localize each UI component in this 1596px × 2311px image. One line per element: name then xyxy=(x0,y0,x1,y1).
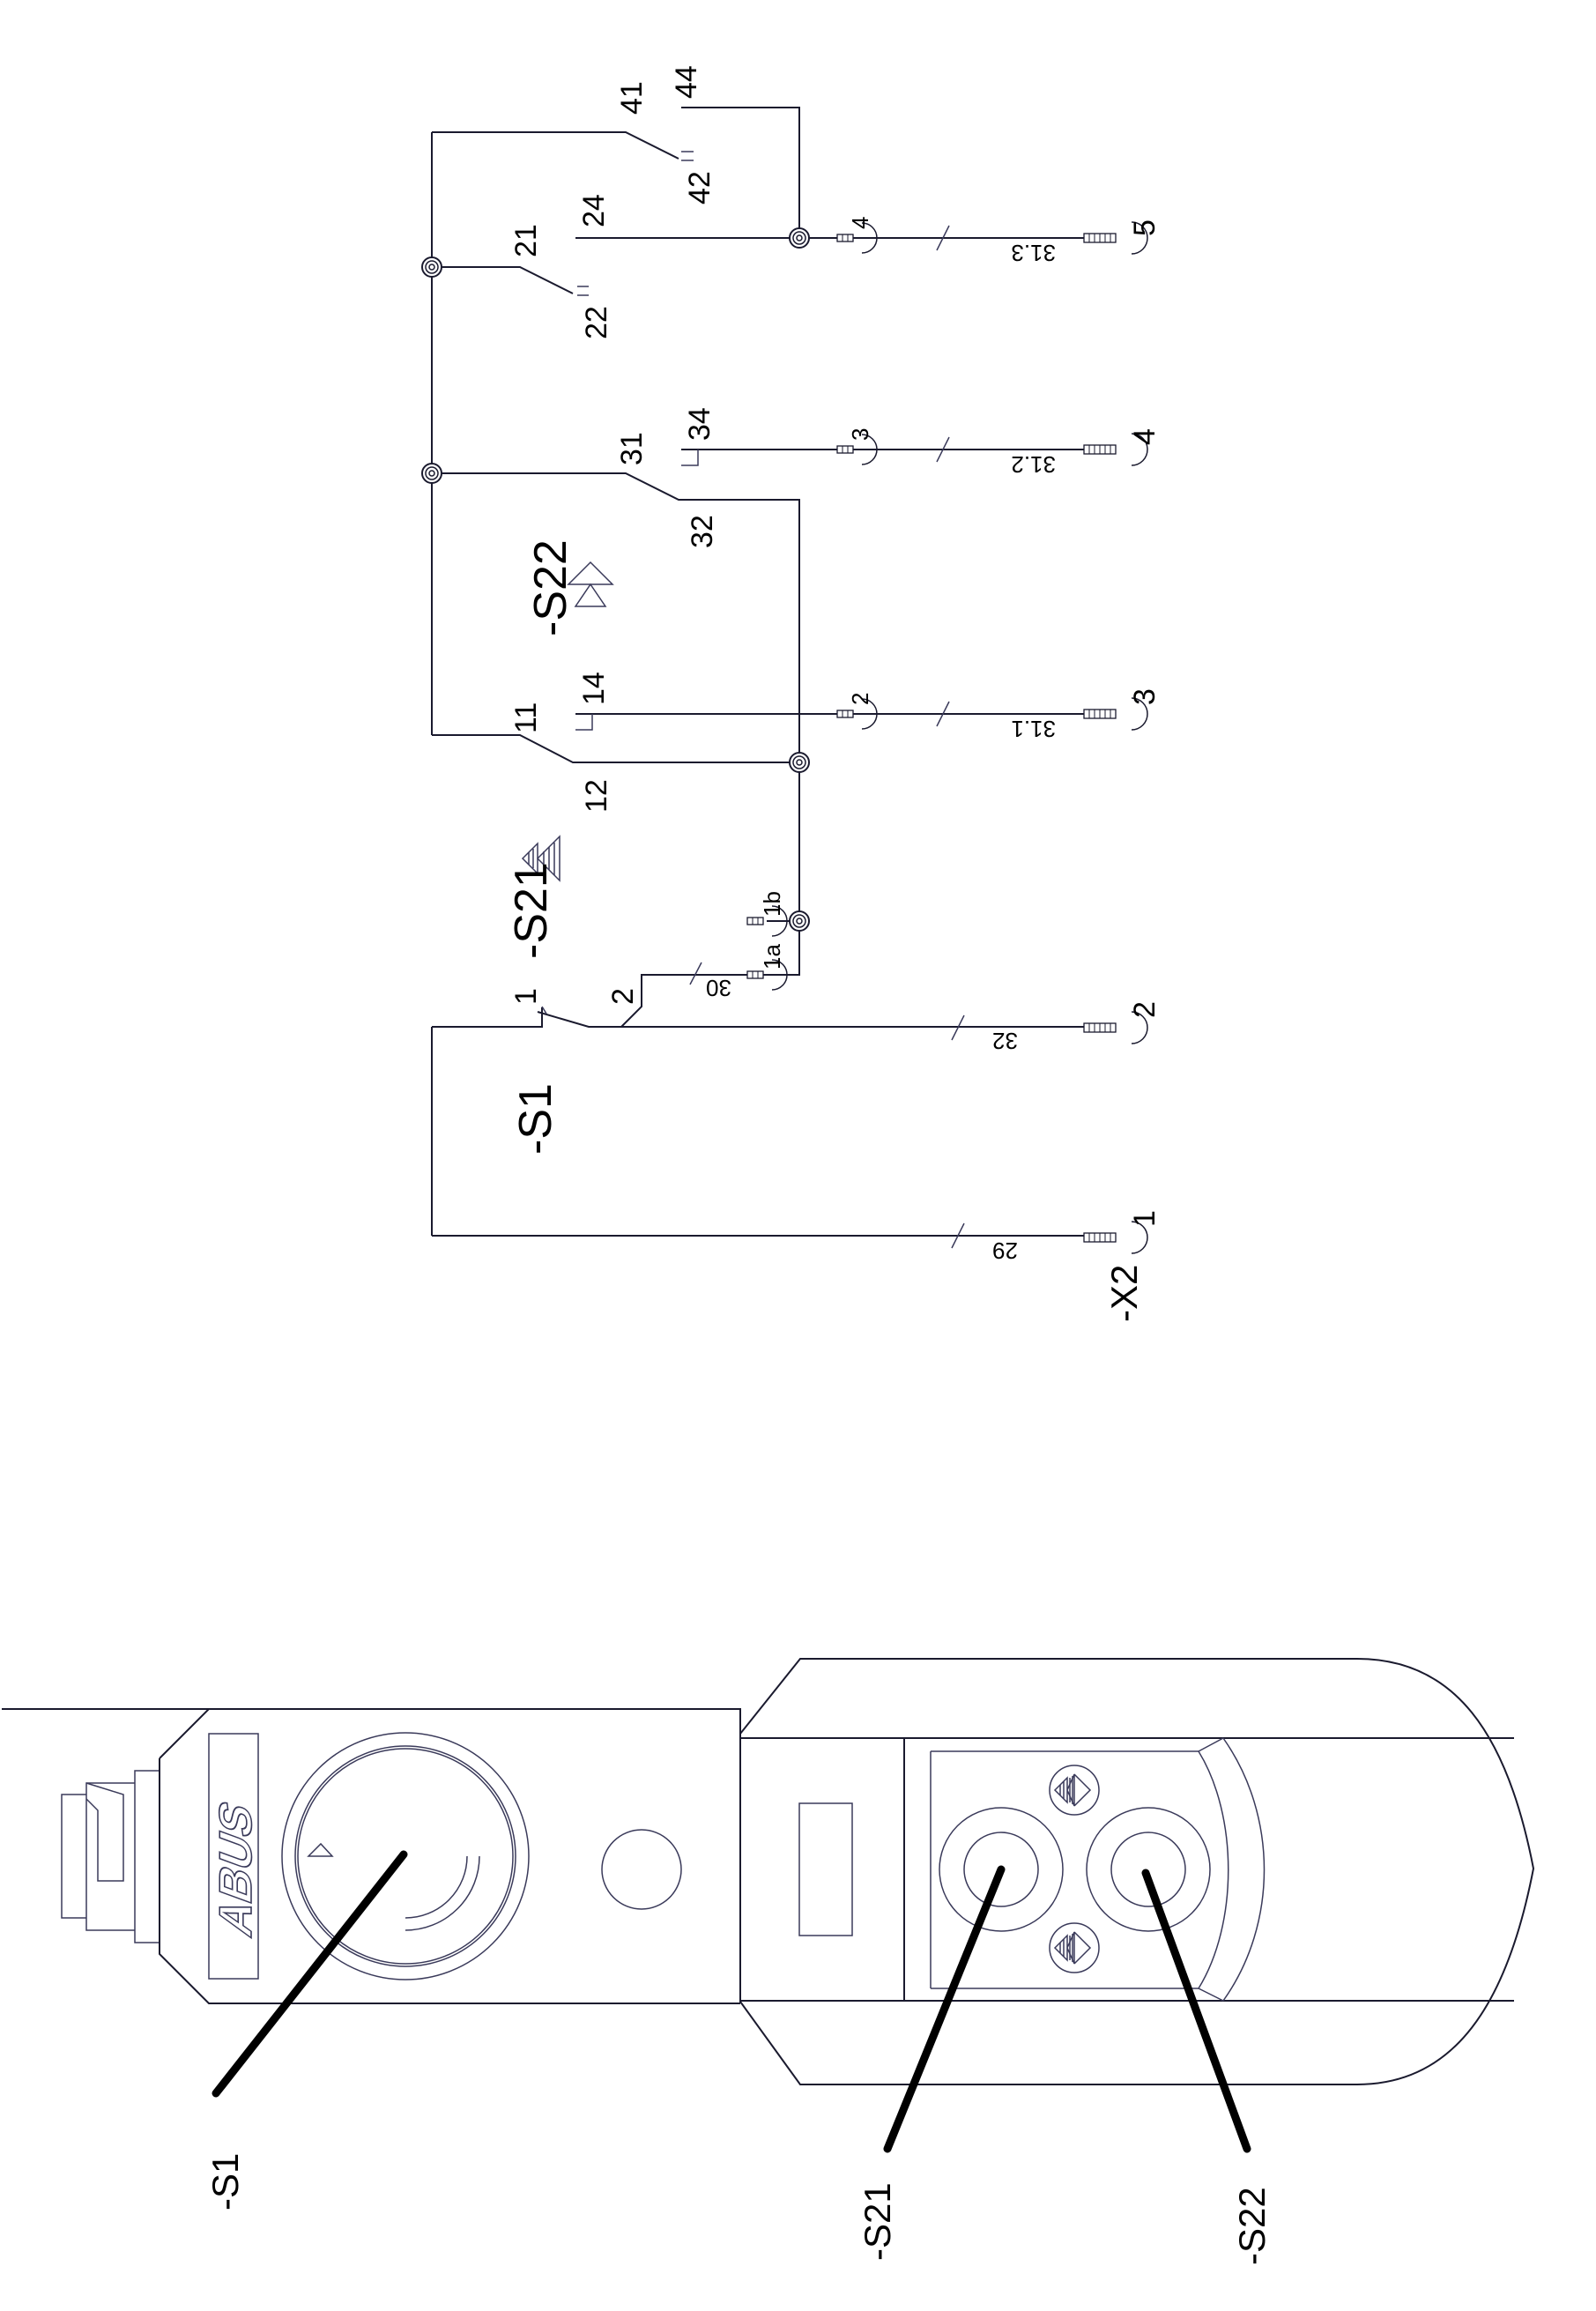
s22-push-button[interactable] xyxy=(1086,1807,1211,1932)
wire-s1-30 xyxy=(620,974,742,1028)
s22-callout-label: -S22 xyxy=(1231,2187,1273,2265)
contact-label: 44 xyxy=(670,65,703,99)
wire-number-label: 32 xyxy=(992,1028,1018,1054)
wire-number-label: 30 xyxy=(706,975,731,1001)
contact-label: 14 xyxy=(577,672,611,705)
inner-terminal-label: 3 xyxy=(847,428,873,441)
junction xyxy=(421,463,442,484)
wire-number-label: 31.1 xyxy=(1011,716,1056,742)
button-panel xyxy=(930,1750,1199,1989)
wire-number-label: 31.2 xyxy=(1011,451,1056,478)
schematic-labels: 41 44 42 24 21 22 31 34 32 11 14 12 1 2 … xyxy=(506,65,1162,1322)
inner-terminal-label: 1a xyxy=(759,944,785,970)
junction xyxy=(789,227,810,249)
junction xyxy=(789,752,810,773)
x2-terminal-label: 3 xyxy=(1128,688,1162,705)
junction xyxy=(421,256,442,278)
wire-31 xyxy=(432,472,800,921)
s1-callout-label: -S1 xyxy=(204,2153,246,2211)
direction-arrow-icon xyxy=(1049,1922,1100,1973)
contact-label: 32 xyxy=(686,515,719,548)
x2-terminal-label: 5 xyxy=(1128,219,1162,236)
wire-44 xyxy=(681,107,800,238)
s21-leader-line xyxy=(883,1865,1006,2153)
schematic xyxy=(421,107,1148,1254)
pendant-drawing: ABUS xyxy=(2,1658,1535,2153)
contact-label: 21 xyxy=(509,224,543,257)
inner-terminal-label: 1b xyxy=(759,891,785,917)
x2-device-label: -X2 xyxy=(1103,1265,1145,1322)
pendant-handle xyxy=(1356,1658,1535,2085)
cable-gland xyxy=(61,1770,160,1943)
wire-s1-29 xyxy=(432,1007,543,1028)
contact-label: 22 xyxy=(580,306,613,339)
pendant-head xyxy=(2,1708,740,2004)
contact-label: 42 xyxy=(683,171,716,204)
callout-labels: -S1 -S21 -S22 xyxy=(204,2153,1273,2265)
arrow-indicator-icon xyxy=(307,1842,334,1857)
contact-label: 12 xyxy=(580,779,613,813)
wire-11 xyxy=(432,734,799,763)
s22-device-label: -S22 xyxy=(525,539,576,636)
wire-number-label: 29 xyxy=(992,1237,1018,1264)
s22-symbol-icon xyxy=(567,561,614,607)
contact-label: 31 xyxy=(615,432,649,465)
x2-terminal-label: 2 xyxy=(1128,1001,1162,1018)
brand-logo: ABUS xyxy=(211,1795,262,1943)
wire-number-label: 31.3 xyxy=(1011,240,1056,266)
wire-41 xyxy=(432,131,679,160)
label-window xyxy=(798,1802,853,1936)
s22-leader-line xyxy=(1141,1869,1251,2153)
s1-terminal-label: 2 xyxy=(606,988,640,1005)
direction-arrow-icon xyxy=(1049,1765,1100,1816)
s1-device-label: -S1 xyxy=(510,1083,561,1155)
x2-terminal-label: 1 xyxy=(1128,1210,1162,1227)
s1-leader-line xyxy=(212,1850,408,2098)
inner-terminal-label: 2 xyxy=(847,693,873,705)
contact-label: 24 xyxy=(577,194,611,227)
s21-symbol-icon xyxy=(521,835,560,882)
s21-push-button[interactable] xyxy=(939,1807,1064,1932)
junction xyxy=(789,910,810,932)
contact-label: 11 xyxy=(509,702,543,733)
inner-terminal-label: 4 xyxy=(847,217,873,229)
contact-label: 34 xyxy=(683,407,716,441)
s21-callout-label: -S21 xyxy=(857,2182,898,2261)
s1-terminal-label: 1 xyxy=(509,988,543,1005)
wire-21 xyxy=(432,266,574,294)
indicator-lamp xyxy=(601,1829,682,1910)
contact-label: 41 xyxy=(615,81,649,115)
s21-device-label: -S21 xyxy=(506,862,557,959)
x2-terminal-label: 4 xyxy=(1128,428,1162,445)
abus-logo-plate xyxy=(208,1733,259,1980)
s1-emergency-stop[interactable] xyxy=(281,1732,530,1980)
